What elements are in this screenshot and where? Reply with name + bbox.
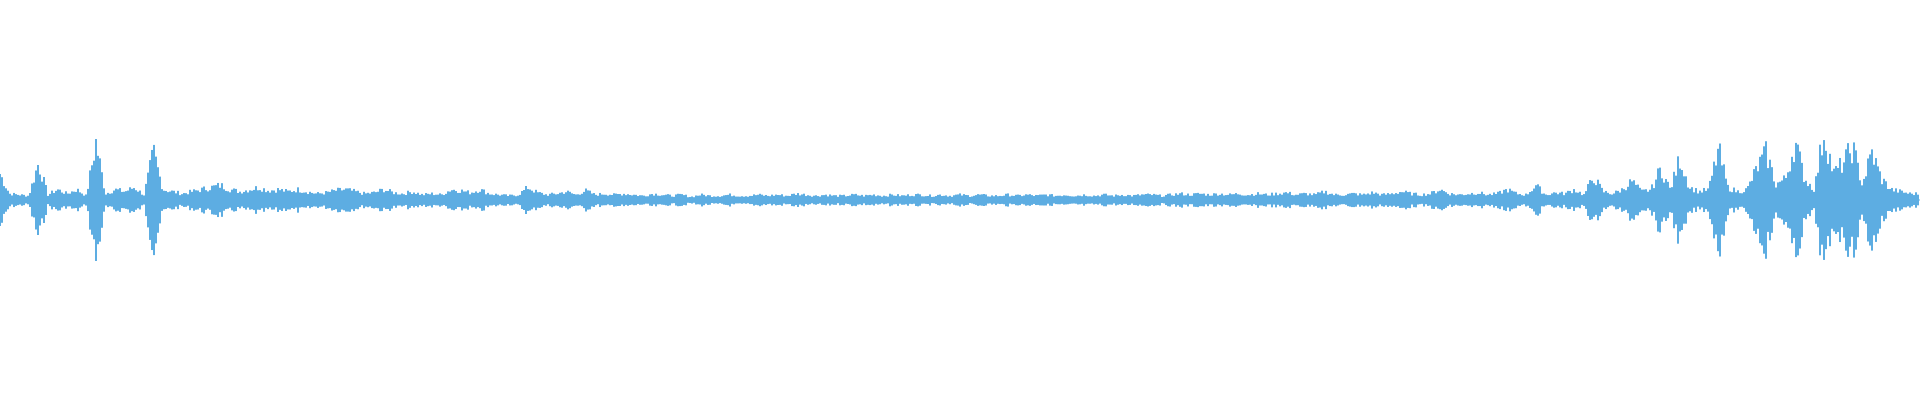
waveform-svg [0,139,1920,261]
